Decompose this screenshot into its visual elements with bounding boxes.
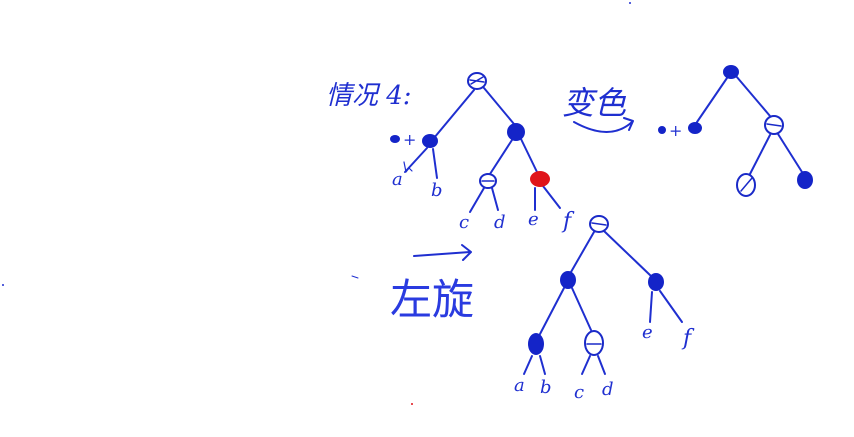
tree-before-left-node — [422, 134, 438, 148]
tree-recolored-leaf-right — [797, 171, 813, 189]
edge3-lr-c — [581, 355, 591, 375]
tree-recolored-leaf-left — [736, 173, 756, 197]
edge-left-b — [432, 148, 438, 179]
rotate-arrow-icon — [413, 244, 472, 261]
tree-before-label-c: c — [459, 212, 469, 233]
edge-root-left — [433, 89, 475, 139]
edge3-left-left — [539, 287, 565, 335]
edge-root-right — [483, 87, 515, 125]
tree-rotated-edges — [523, 230, 683, 375]
edge-cnode-c — [469, 187, 485, 213]
tree-recolored: + — [658, 65, 813, 197]
tree-rotated-label-e: e — [642, 322, 653, 343]
case-heading: 情况 4: — [326, 81, 412, 111]
tree-before-label-e: e — [528, 209, 539, 230]
edge-red-f — [542, 185, 561, 209]
rotate-annotation: 左旋 — [351, 244, 474, 324]
edge2-right-right — [777, 133, 803, 173]
tree-recolored-left-node — [688, 122, 702, 134]
recolor-arrow-icon — [573, 117, 634, 133]
tree-rotated-label-c: c — [574, 382, 584, 403]
edge3-root-right — [603, 230, 652, 277]
tree-before-red-node — [530, 171, 550, 187]
rotate-label: 左旋 — [390, 275, 474, 324]
edge3-root-left — [570, 231, 595, 273]
speck-top — [629, 2, 631, 4]
tree-before: + a b c d e f — [390, 72, 575, 234]
edge-cnode-d — [491, 187, 499, 211]
tree-rotated-right-node — [648, 273, 664, 291]
tree-before-label-b: b — [431, 180, 443, 201]
tree-rotated-lr-node — [584, 330, 604, 356]
tree-before-small-node — [390, 135, 400, 143]
edge-right-cnode — [489, 139, 513, 175]
tree-rotated: a b c d e f — [514, 215, 695, 403]
tree-rotated-label-a: a — [514, 375, 525, 396]
tree-before-label-d: d — [494, 212, 506, 233]
edge3-lr-d — [597, 355, 606, 375]
tree-rotated-left-node — [560, 271, 576, 289]
tree-before-right-node — [507, 123, 525, 141]
recolor-label: 变色 — [562, 84, 627, 122]
tree-before-root-node — [467, 72, 487, 90]
tree-rotated-ll-node — [528, 333, 544, 355]
speck-bottom — [411, 403, 413, 405]
stray-dash — [351, 275, 359, 279]
tree-before-c-node — [479, 173, 497, 189]
edge2-root-right — [735, 75, 771, 117]
edge3-ll-a — [523, 355, 533, 375]
tree-recolored-root-node — [723, 65, 739, 79]
cursor-arrow-icon — [403, 161, 413, 173]
edge3-right-e — [649, 291, 653, 323]
edge2-root-left — [696, 77, 728, 123]
tree-before-edges — [404, 87, 561, 213]
tree-rotated-label-d: d — [602, 379, 614, 400]
tree-recolored-edges — [696, 75, 803, 175]
edge-right-rednode — [520, 138, 538, 173]
tree-recolored-small-node — [658, 126, 666, 134]
tree-recolored-right-node — [764, 115, 784, 135]
tree-before-plus: + — [403, 130, 416, 149]
speck-left — [2, 284, 4, 286]
tree-rotated-root-node — [589, 215, 609, 233]
edge3-right-f — [659, 290, 683, 323]
edge3-left-right — [571, 287, 592, 331]
edge3-ll-b — [539, 355, 546, 375]
tree-before-label-a: a — [392, 169, 403, 190]
tree-rotated-label-f: f — [681, 326, 695, 351]
tree-recolored-plus: + — [669, 121, 682, 140]
tree-before-label-f: f — [561, 209, 575, 234]
edge2-right-left — [749, 134, 771, 175]
recolor-annotation: 变色 — [562, 84, 634, 133]
tree-rotated-label-b: b — [540, 377, 552, 398]
